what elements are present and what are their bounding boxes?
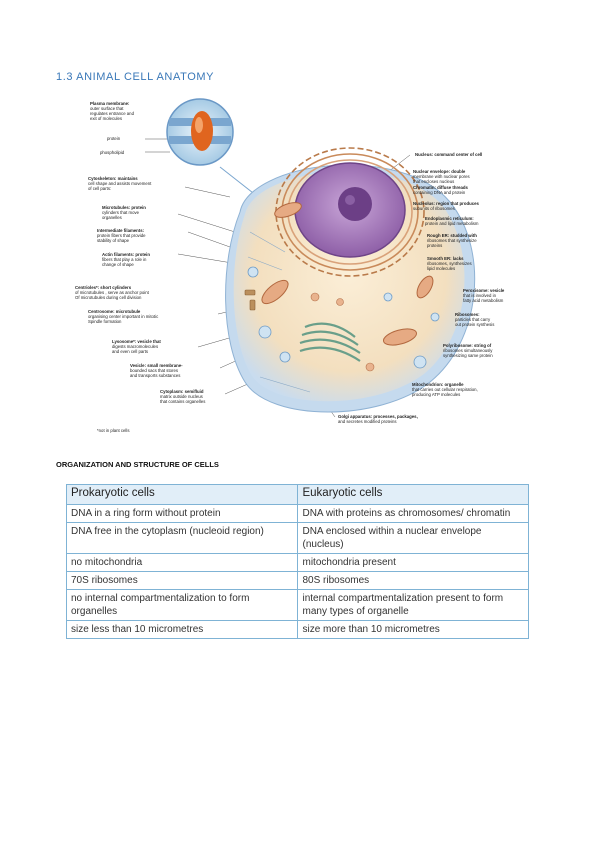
- vesicles: [247, 266, 440, 369]
- table-row: no mitochondria mitochondria present: [65, 553, 529, 572]
- label-peroxisome: Peroxisome: vesicle that is involved in …: [463, 288, 505, 304]
- label-vesicle: Vesicle: small membrane- bounded sacs th…: [130, 363, 183, 379]
- label-intermediate-filaments: Intermediate filaments: protein fibers t…: [97, 228, 146, 244]
- table-row: DNA in a ring form without protein DNA w…: [65, 504, 529, 523]
- label-cytoplasm: Cytoplasm: semifluid matrix outside nucl…: [160, 389, 206, 405]
- table-cell: no mitochondria: [65, 553, 299, 572]
- cell-body: [225, 164, 476, 413]
- label-cytoskeleton: Cytoskeleton: maintains cell shape and a…: [88, 176, 152, 192]
- membrane-inset: [166, 98, 291, 223]
- table-cell: no internal compartmentalization to form…: [65, 589, 299, 621]
- table-row: no internal compartmentalization to form…: [65, 589, 529, 621]
- label-ribosomes: Ribosomes: particles that carry out prot…: [455, 312, 495, 328]
- centrioles: [244, 289, 256, 311]
- label-footnote: *not in plant cells: [97, 428, 130, 433]
- label-golgi: Golgi apparatus: processes, packages, an…: [338, 414, 418, 425]
- comparison-table: Prokaryotic cells Eukaryotic cells DNA i…: [65, 484, 529, 639]
- label-protein: protein: [107, 136, 121, 141]
- section-heading: ORGANIZATION AND STRUCTURE OF CELLS: [56, 460, 219, 469]
- table-cell: 70S ribosomes: [65, 571, 299, 590]
- table-cell: size less than 10 micrometres: [65, 620, 299, 639]
- table-cell: internal compartmentalization present to…: [297, 589, 529, 621]
- table-cell: DNA free in the cytoplasm (nucleoid regi…: [65, 522, 299, 554]
- label-nucleolus: Nucleolus: region that produces subunits…: [413, 201, 479, 212]
- page-title: 1.3 ANIMAL CELL ANATOMY: [56, 71, 215, 83]
- label-smooth-er: Smooth ER: lacks ribosomes, synthesizes …: [427, 256, 472, 272]
- label-centrosome: Centrosome: microtubule organising cente…: [88, 309, 159, 325]
- label-rough-er: Rough ER: studded with ribosomes that sy…: [427, 233, 477, 249]
- table-cell: DNA in a ring form without protein: [65, 504, 299, 523]
- table-row: 70S ribosomes 80S ribosomes: [65, 571, 529, 590]
- label-plasma-membrane: Plasma membrane: outer surface that regu…: [90, 101, 134, 122]
- table-cell: mitochondria present: [297, 553, 529, 572]
- table-cell: DNA with proteins as chromosomes/ chroma…: [297, 504, 529, 523]
- cytoskeleton-fibers: [247, 231, 311, 393]
- table-cell: size more than 10 micrometres: [297, 620, 529, 639]
- label-actin-filaments: Actin filaments: protein fibers that pla…: [102, 252, 150, 268]
- golgi-apparatus: [299, 322, 361, 362]
- table-row: size less than 10 micrometres size more …: [65, 620, 529, 639]
- lysosomes: [310, 292, 375, 372]
- label-nucleus: Nucleus: command center of cell: [415, 152, 483, 157]
- label-centrioles: Centrioles*: short cylinders of microtub…: [75, 285, 149, 301]
- animal-cell-diagram: Plasma membrane: outer surface that regu…: [70, 92, 530, 442]
- label-phospholipid: phospholipid: [100, 150, 125, 155]
- header-prokaryotic: Prokaryotic cells: [65, 484, 299, 505]
- table-cell: DNA enclosed within a nuclear envelope (…: [297, 522, 529, 554]
- label-endoplasmic-reticulum: Endoplasmic reticulum: protein and lipid…: [425, 216, 479, 227]
- label-chromatin: Chromatin: diffuse threads containing DN…: [413, 185, 468, 196]
- label-mitochondrion: Mitochondrion: organelle that carries ou…: [412, 382, 478, 398]
- label-nuclear-envelope: Nuclear envelope: double membrane with n…: [413, 169, 470, 185]
- table-header-row: Prokaryotic cells Eukaryotic cells: [65, 484, 529, 505]
- cell-illustration: [145, 98, 476, 418]
- label-polyribosome: Polyribosome: string of ribosomes simult…: [443, 343, 493, 359]
- label-microtubules: Microtubules: protein cylinders that mov…: [102, 205, 146, 221]
- table-row: DNA free in the cytoplasm (nucleoid regi…: [65, 522, 529, 554]
- table-cell: 80S ribosomes: [297, 571, 529, 590]
- nucleus: [294, 162, 406, 258]
- label-lysosome: Lysosome*: vesicle that digests macromol…: [112, 339, 161, 355]
- mitochondria: [261, 202, 434, 346]
- header-eukaryotic: Eukaryotic cells: [297, 484, 529, 505]
